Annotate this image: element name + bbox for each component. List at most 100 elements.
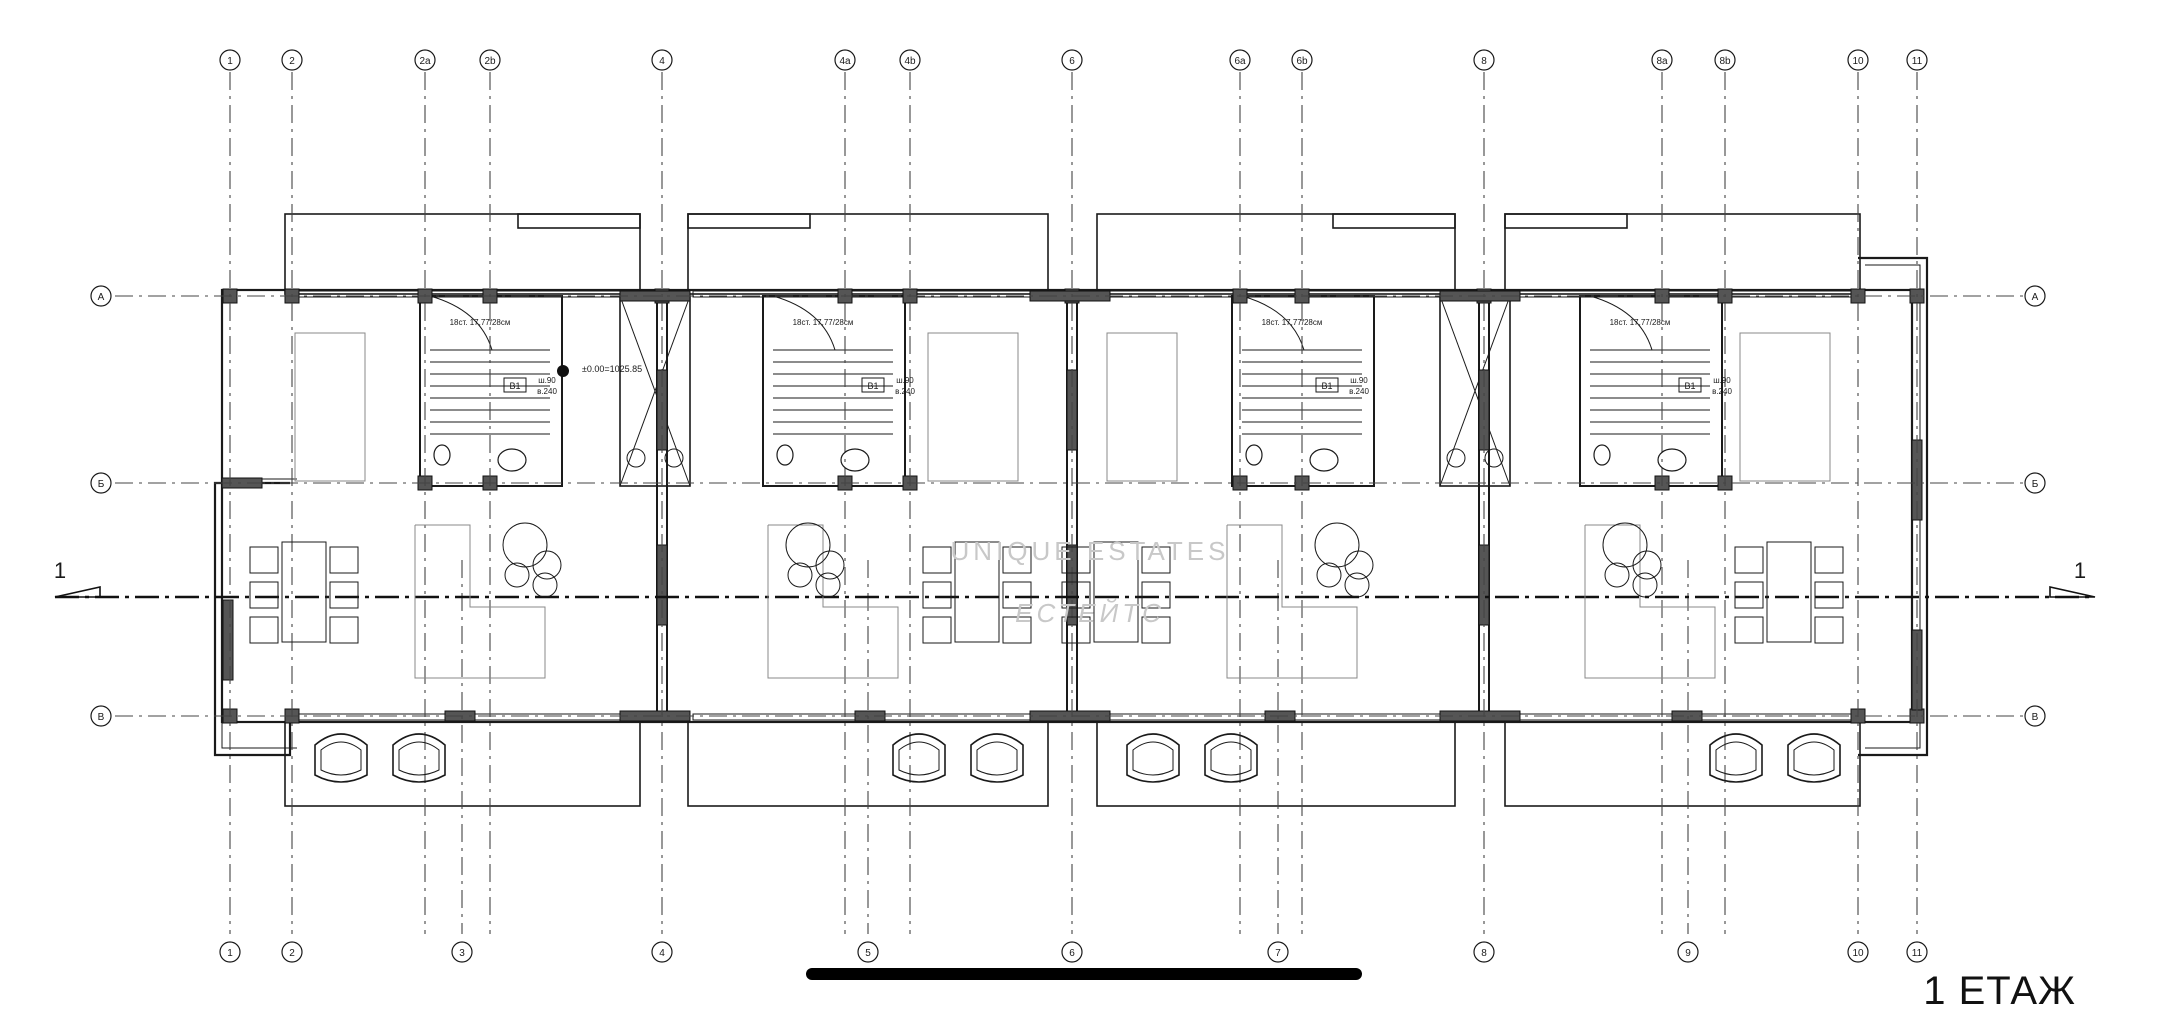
dining-table <box>954 541 1000 643</box>
dining-chair <box>1734 581 1764 609</box>
axis-bubble-left <box>90 705 112 727</box>
plant-icon <box>502 522 548 568</box>
armchair-seat <box>1132 741 1174 776</box>
axis-bubble-top <box>1061 49 1083 71</box>
axis-bubble-bottom <box>219 941 241 963</box>
shaft-x <box>619 295 691 487</box>
watermark-text: UNIQUE ESTATES <box>951 536 1230 566</box>
meter-icon <box>1484 448 1504 468</box>
axis-label-bottom: 10 <box>1852 948 1864 959</box>
home-indicator-bar[interactable] <box>806 968 1362 980</box>
rear-yard-step <box>687 213 811 229</box>
dining-chair <box>329 546 359 574</box>
armchair-icon <box>314 733 368 783</box>
stair-label: 18ст. 17,77/28см <box>1610 318 1671 327</box>
axis-label-top: 6 <box>1069 56 1075 67</box>
axis-bubble-bottom <box>1677 941 1699 963</box>
stair-label: 18ст. 17,77/28см <box>450 318 511 327</box>
armchair-seat <box>398 741 440 776</box>
axis-label-bottom: 3 <box>459 948 465 959</box>
kitchen-outline <box>927 332 1019 482</box>
rear-yard <box>687 213 1049 295</box>
axis-label-top: 11 <box>1912 56 1923 67</box>
dining-table <box>1093 541 1139 643</box>
axis-bubble-top <box>899 49 921 71</box>
axis-label-bottom: 9 <box>1685 948 1691 959</box>
axis-bubble-bottom <box>1267 941 1289 963</box>
furniture-layer <box>249 444 1844 783</box>
dining-chair <box>329 616 359 644</box>
axis-label-top: 8a <box>1656 56 1668 67</box>
dining-chair <box>329 581 359 609</box>
plant-icon <box>504 562 530 588</box>
toilet-icon <box>1593 444 1611 466</box>
walls-layer <box>213 213 1929 807</box>
axis-label-right: В <box>2032 712 2039 723</box>
armchair-icon <box>392 733 446 783</box>
axis-bubble-top <box>1906 49 1928 71</box>
plant-icon <box>815 572 841 598</box>
axis-bubble-left <box>90 472 112 494</box>
dining-chair <box>1141 616 1171 644</box>
axis-bubble-top <box>1651 49 1673 71</box>
door-width-label: ш.90 <box>1713 376 1731 385</box>
armchair-icon <box>970 733 1024 783</box>
sofa-outline <box>1584 524 1716 679</box>
dining-chair <box>1814 546 1844 574</box>
meter-icon <box>664 448 684 468</box>
axis-bubble-right <box>2024 285 2046 307</box>
stair-winder <box>1589 295 1653 351</box>
stair-label: 18ст. 17,77/28см <box>793 318 854 327</box>
stair-winder <box>1241 295 1305 351</box>
axis-label-bottom: 2 <box>289 948 295 959</box>
axis-label-right: Б <box>2032 479 2039 490</box>
rear-yard-step <box>1332 213 1456 229</box>
axis-bubble-top <box>651 49 673 71</box>
axis-bubble-bottom <box>451 941 473 963</box>
sink-icon <box>497 448 527 472</box>
axis-label-bottom: 4 <box>659 948 665 959</box>
door-width-label: ш.90 <box>896 376 914 385</box>
axis-label-bottom: 5 <box>865 948 871 959</box>
axis-bubble-top <box>1847 49 1869 71</box>
stair-label: 18ст. 17,77/28см <box>1262 318 1323 327</box>
axis-bubble-bottom <box>1906 941 1928 963</box>
door-tag-box <box>1315 377 1339 393</box>
axis-label-top: 4b <box>904 56 916 67</box>
door-height-label: в.240 <box>895 387 915 396</box>
dining-table <box>1766 541 1812 643</box>
meter-icon <box>1446 448 1466 468</box>
axis-bubble-top <box>834 49 856 71</box>
sofa-outline <box>767 524 899 679</box>
kitchen-outline <box>1106 332 1178 482</box>
door-tag: В1 <box>509 381 520 391</box>
plant-icon <box>787 562 813 588</box>
axis-label-bottom: 7 <box>1275 948 1281 959</box>
axis-bubble-right <box>2024 705 2046 727</box>
plant-icon <box>815 550 845 580</box>
axis-label-top: 1 <box>227 56 233 67</box>
door-height-label: в.240 <box>1712 387 1732 396</box>
axis-label-left: А <box>98 292 105 303</box>
toilet-icon <box>776 444 794 466</box>
axis-bubble-top <box>479 49 501 71</box>
stair-winder <box>429 295 493 351</box>
door-tag-box <box>861 377 885 393</box>
shaft-x <box>1439 295 1511 487</box>
plant-icon <box>1344 550 1374 580</box>
section-arrow-right <box>2049 586 2096 598</box>
axis-bubble-left <box>90 285 112 307</box>
door-tag-box <box>503 377 527 393</box>
axis-label-left: Б <box>98 479 105 490</box>
dining-chair <box>922 616 952 644</box>
rear-yard <box>1504 213 1861 295</box>
dining-chair <box>1814 581 1844 609</box>
armchair-seat <box>898 741 940 776</box>
wall-block-vertical <box>222 599 234 681</box>
armchair-seat <box>976 741 1018 776</box>
axis-bubble-right <box>2024 472 2046 494</box>
door-tag: В1 <box>1684 381 1695 391</box>
armchair-icon <box>892 733 946 783</box>
